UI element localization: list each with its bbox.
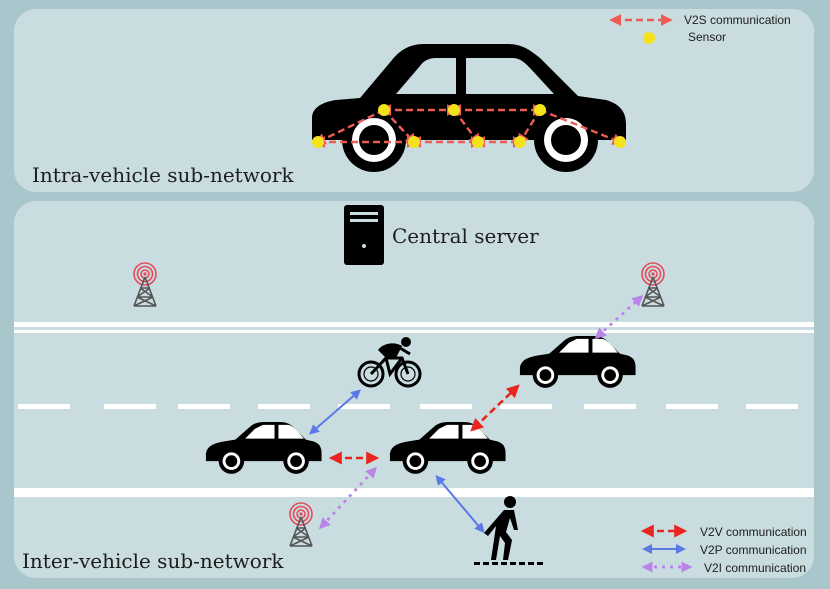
sensor-dot xyxy=(614,136,626,148)
road xyxy=(14,322,814,497)
sensor-dot xyxy=(312,136,324,148)
pedestrian-icon xyxy=(474,496,543,565)
inter-panel-title: Inter-vehicle sub-network xyxy=(22,549,284,573)
sensor-dot xyxy=(472,136,484,148)
v2p-links xyxy=(308,389,485,534)
big-car-icon xyxy=(312,44,626,172)
sensor-dot xyxy=(534,104,546,116)
sensor-dot xyxy=(408,136,420,148)
legend-sensor-dot xyxy=(643,32,655,44)
sensors xyxy=(312,104,626,148)
legend-v2v-label: V2V communication xyxy=(700,525,807,539)
sensor-dot xyxy=(514,136,526,148)
sensor-dot xyxy=(378,104,390,116)
tower-icon xyxy=(133,262,157,307)
v2v-links xyxy=(328,384,520,465)
v2s-links xyxy=(313,104,625,148)
car-icon xyxy=(519,335,636,388)
legend-sensor-label: Sensor xyxy=(688,30,727,44)
v2i-links xyxy=(318,294,644,530)
tower-icon xyxy=(641,262,665,307)
car-icon xyxy=(389,421,506,474)
car-icon xyxy=(205,421,322,474)
cyclist-icon xyxy=(357,337,422,388)
intra-panel-title: Intra-vehicle sub-network xyxy=(32,163,294,187)
legend-v2i-label: V2I communication xyxy=(704,561,807,575)
lane-dashes xyxy=(18,404,798,409)
tower-icon xyxy=(289,502,313,547)
legend-v2p-label: V2P communication xyxy=(700,543,807,557)
legend-v2s-label: V2S communication xyxy=(684,13,791,27)
server-label: Central server xyxy=(392,224,539,248)
server-icon xyxy=(344,205,384,265)
sensor-dot xyxy=(448,104,460,116)
